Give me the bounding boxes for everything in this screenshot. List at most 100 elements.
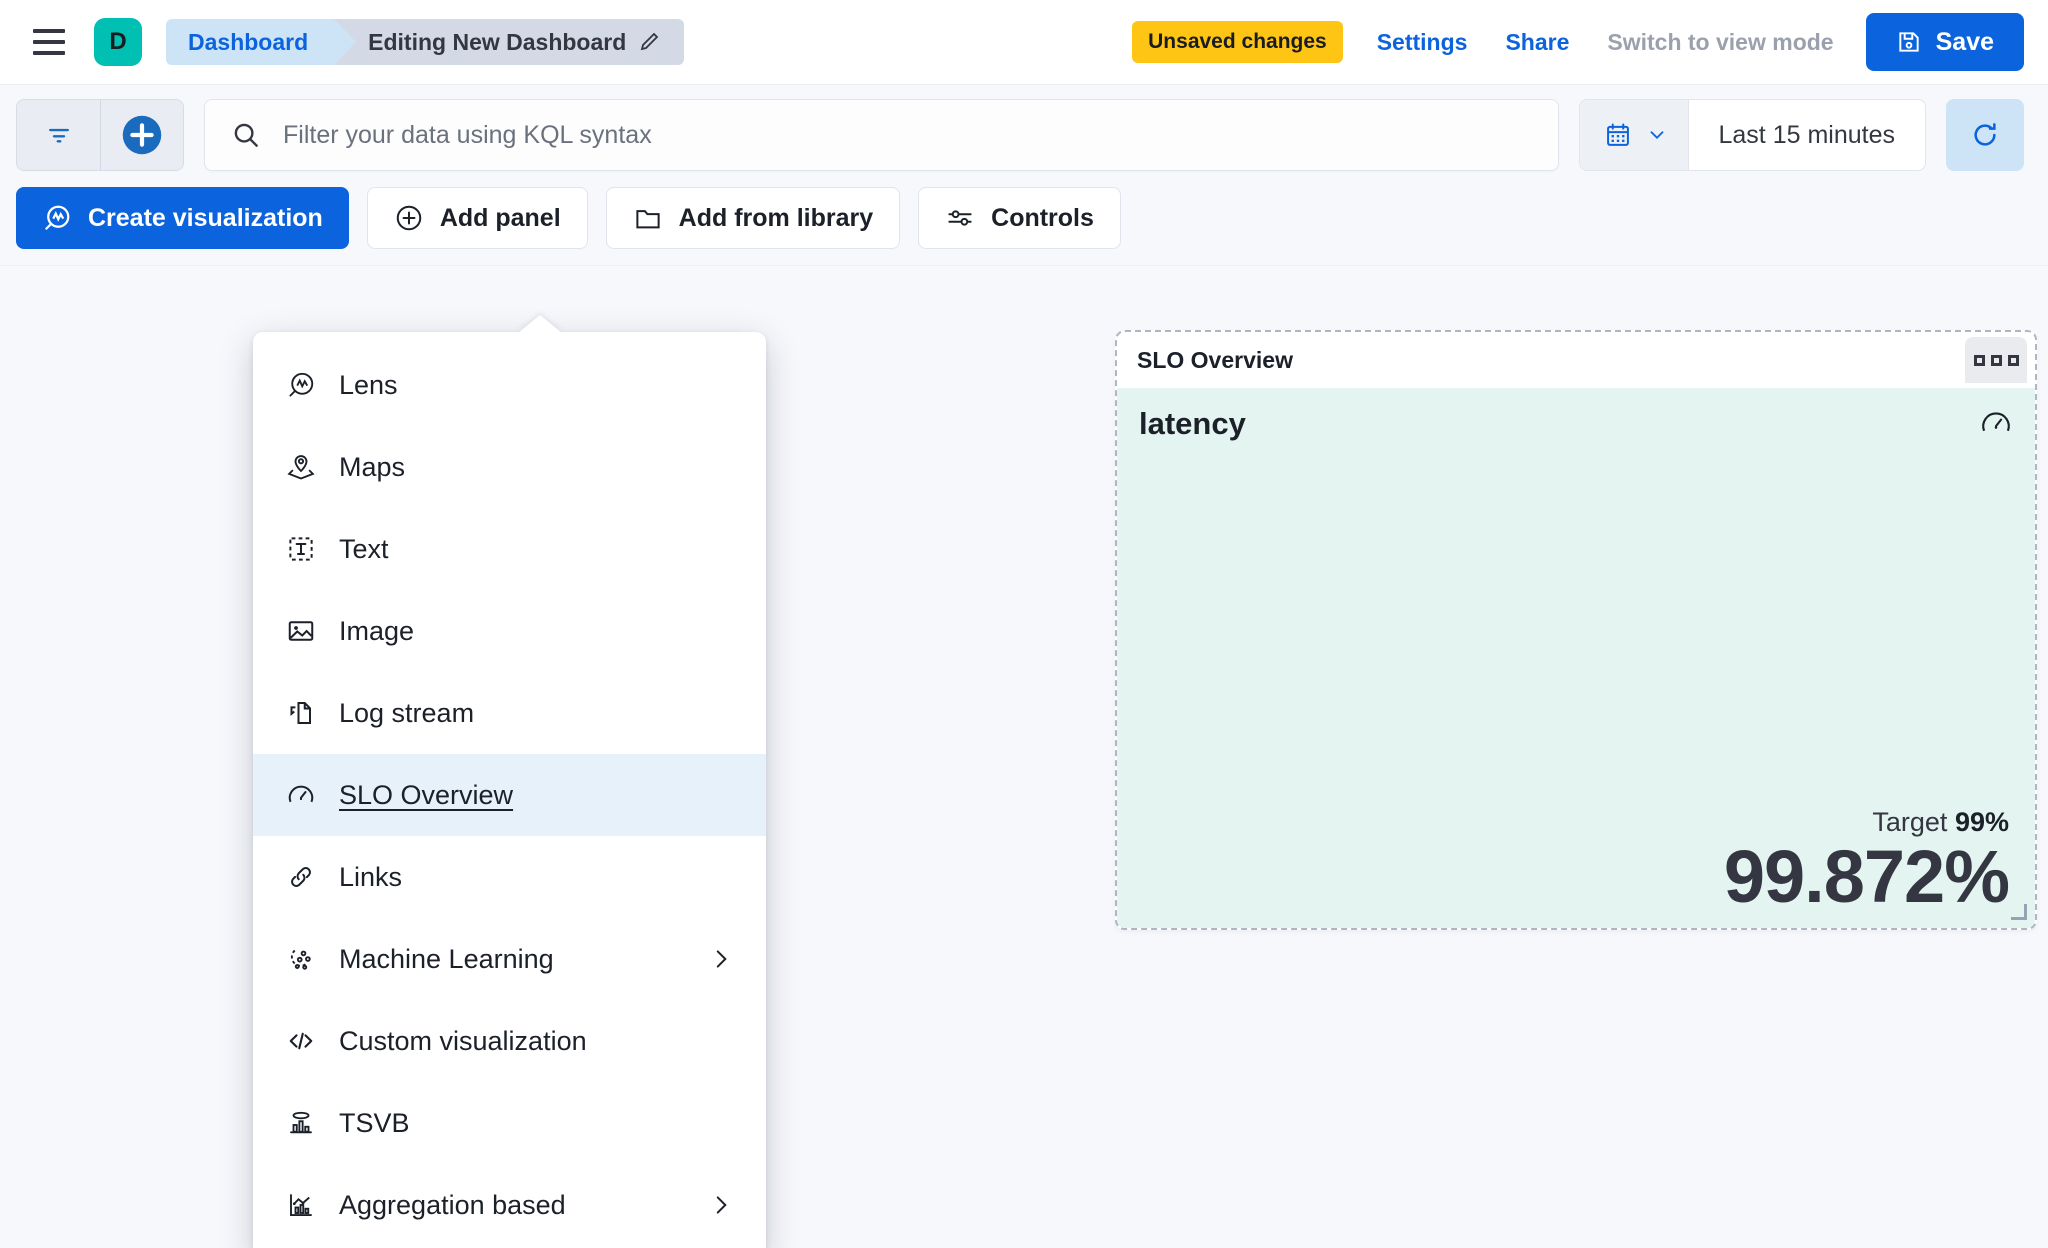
plus-in-circle-icon — [394, 203, 424, 233]
save-disk-icon — [1896, 29, 1922, 55]
menu-item-label: SLO Overview — [339, 779, 514, 810]
map-marker-layers-icon — [285, 451, 317, 483]
refresh-button[interactable] — [1946, 99, 2024, 171]
menu-item-label: Log stream — [339, 697, 475, 728]
menu-item-label: Image — [339, 615, 415, 646]
controls-button[interactable]: Controls — [918, 187, 1121, 249]
pencil-icon[interactable] — [638, 30, 662, 54]
save-button-label: Save — [1935, 27, 1994, 56]
filter-options-button[interactable] — [17, 100, 100, 170]
panel-context-menu-icon[interactable] — [1965, 337, 2027, 383]
lens-icon — [285, 369, 317, 401]
calendar-icon — [1604, 121, 1632, 149]
breadcrumb-label: Editing New Dashboard — [368, 28, 627, 55]
menu-item-tsvb[interactable]: TSVB — [253, 1082, 766, 1164]
machine-learning-icon — [285, 943, 317, 975]
switch-to-view-mode-link[interactable]: Switch to view mode — [1607, 28, 1834, 55]
add-filter-button[interactable] — [100, 100, 183, 170]
menu-item-slo-overview[interactable]: SLO Overview — [253, 754, 766, 836]
context-dot — [1990, 354, 2002, 366]
menu-item-maps[interactable]: Maps — [253, 426, 766, 508]
menu-item-image[interactable]: Image — [253, 590, 766, 672]
slo-target-value: 99% — [1954, 807, 2009, 837]
settings-link[interactable]: Settings — [1376, 28, 1468, 55]
menu-item-machine-learning[interactable]: Machine Learning — [253, 918, 766, 1000]
slo-target-label: Target — [1872, 807, 1948, 837]
menu-item-lens[interactable]: Lens — [253, 344, 766, 426]
menu-item-custom-visualization[interactable]: Custom visualization — [253, 1000, 766, 1082]
panel-body: latency Target 99% 99.872% — [1117, 388, 2035, 928]
menu-item-aggregation-based[interactable]: Aggregation based — [253, 1164, 766, 1246]
breadcrumb-label: Dashboard — [188, 28, 309, 55]
add-panel-button[interactable]: Add panel — [366, 187, 588, 249]
search-icon — [231, 120, 261, 150]
tsvb-chart-icon — [285, 1107, 317, 1139]
popover-arrow — [518, 315, 562, 333]
slo-overview-panel[interactable]: SLO Overview latency Target 99% — [1115, 330, 2037, 930]
header-actions: Unsaved changes Settings Share Switch to… — [1132, 13, 2024, 71]
add-panel-menu: Lens Maps Text — [253, 315, 766, 1248]
refresh-icon — [1969, 119, 2001, 151]
text-box-icon — [285, 533, 317, 565]
hamburger-bar — [33, 40, 65, 44]
code-brackets-icon — [285, 1025, 317, 1057]
context-dot — [1973, 354, 1985, 366]
save-button[interactable]: Save — [1865, 13, 2024, 71]
plus-circle-icon — [121, 114, 163, 156]
search-input[interactable]: Filter your data using KQL syntax — [204, 99, 1559, 171]
breadcrumb-item-editing[interactable]: Editing New Dashboard — [334, 19, 685, 65]
log-stream-icon — [285, 697, 317, 729]
menu-item-label: TSVB — [339, 1107, 410, 1138]
date-range-value[interactable]: Last 15 minutes — [1718, 120, 1896, 149]
breadcrumb-item-dashboard[interactable]: Dashboard — [166, 19, 357, 65]
chevron-right-icon — [708, 1192, 742, 1218]
status-badge-unsaved-changes: Unsaved changes — [1132, 21, 1343, 63]
hamburger-menu-icon[interactable] — [28, 21, 70, 63]
menu-item-text[interactable]: Text — [253, 508, 766, 590]
hamburger-bar — [33, 51, 65, 55]
context-dot — [2007, 354, 2019, 366]
menu-item-links[interactable]: Links — [253, 836, 766, 918]
dashboard-toolbar: Create visualization Add panel Add from … — [0, 181, 2048, 265]
folder-icon — [633, 203, 663, 233]
menu-item-log-stream[interactable]: Log stream — [253, 672, 766, 754]
lens-icon — [42, 203, 72, 233]
create-visualization-button[interactable]: Create visualization — [16, 187, 349, 249]
hamburger-bar — [33, 29, 65, 33]
aggregation-chart-icon — [285, 1189, 317, 1221]
resize-handle-icon[interactable] — [2011, 904, 2027, 920]
date-quick-select-button[interactable] — [1579, 100, 1689, 170]
menu-item-label: Lens — [339, 369, 398, 400]
create-visualization-label: Create visualization — [88, 203, 323, 232]
breadcrumb: Dashboard Editing New Dashboard — [166, 19, 685, 65]
menu-item-label: Aggregation based — [339, 1189, 566, 1220]
chevron-down-icon — [1646, 124, 1668, 146]
image-icon — [285, 615, 317, 647]
gauge-icon — [1979, 406, 2013, 445]
link-chain-icon — [285, 861, 317, 893]
app-header: D Dashboard Editing New Dashboard Unsave… — [0, 0, 2048, 84]
menu-item-label: Custom visualization — [339, 1025, 587, 1056]
slo-sli-value: 99.872% — [1723, 835, 2010, 918]
add-panel-label: Add panel — [439, 203, 561, 232]
filter-icon — [44, 120, 74, 150]
panel-header: SLO Overview — [1117, 332, 2035, 388]
controls-label: Controls — [991, 203, 1094, 232]
menu-item-label: Links — [339, 861, 403, 892]
search-input-placeholder: Filter your data using KQL syntax — [283, 120, 652, 149]
menu-item-label: Machine Learning — [339, 943, 554, 974]
add-from-library-button[interactable]: Add from library — [605, 187, 901, 249]
add-from-library-label: Add from library — [678, 203, 874, 232]
query-bar: Filter your data using KQL syntax — [0, 84, 2048, 181]
controls-sliders-icon — [945, 203, 975, 233]
gauge-icon — [285, 779, 317, 811]
menu-item-label: Text — [339, 533, 389, 564]
slo-metric-name: latency — [1139, 406, 1246, 441]
filter-button-group — [16, 99, 184, 171]
avatar[interactable]: D — [94, 18, 142, 66]
share-link[interactable]: Share — [1505, 28, 1570, 55]
chevron-right-icon — [708, 946, 742, 972]
dashboard-canvas: Lens Maps Text — [0, 265, 2048, 1248]
menu-item-label: Maps — [339, 451, 406, 482]
slo-summary: Target 99% 99.872% — [1723, 807, 2010, 918]
